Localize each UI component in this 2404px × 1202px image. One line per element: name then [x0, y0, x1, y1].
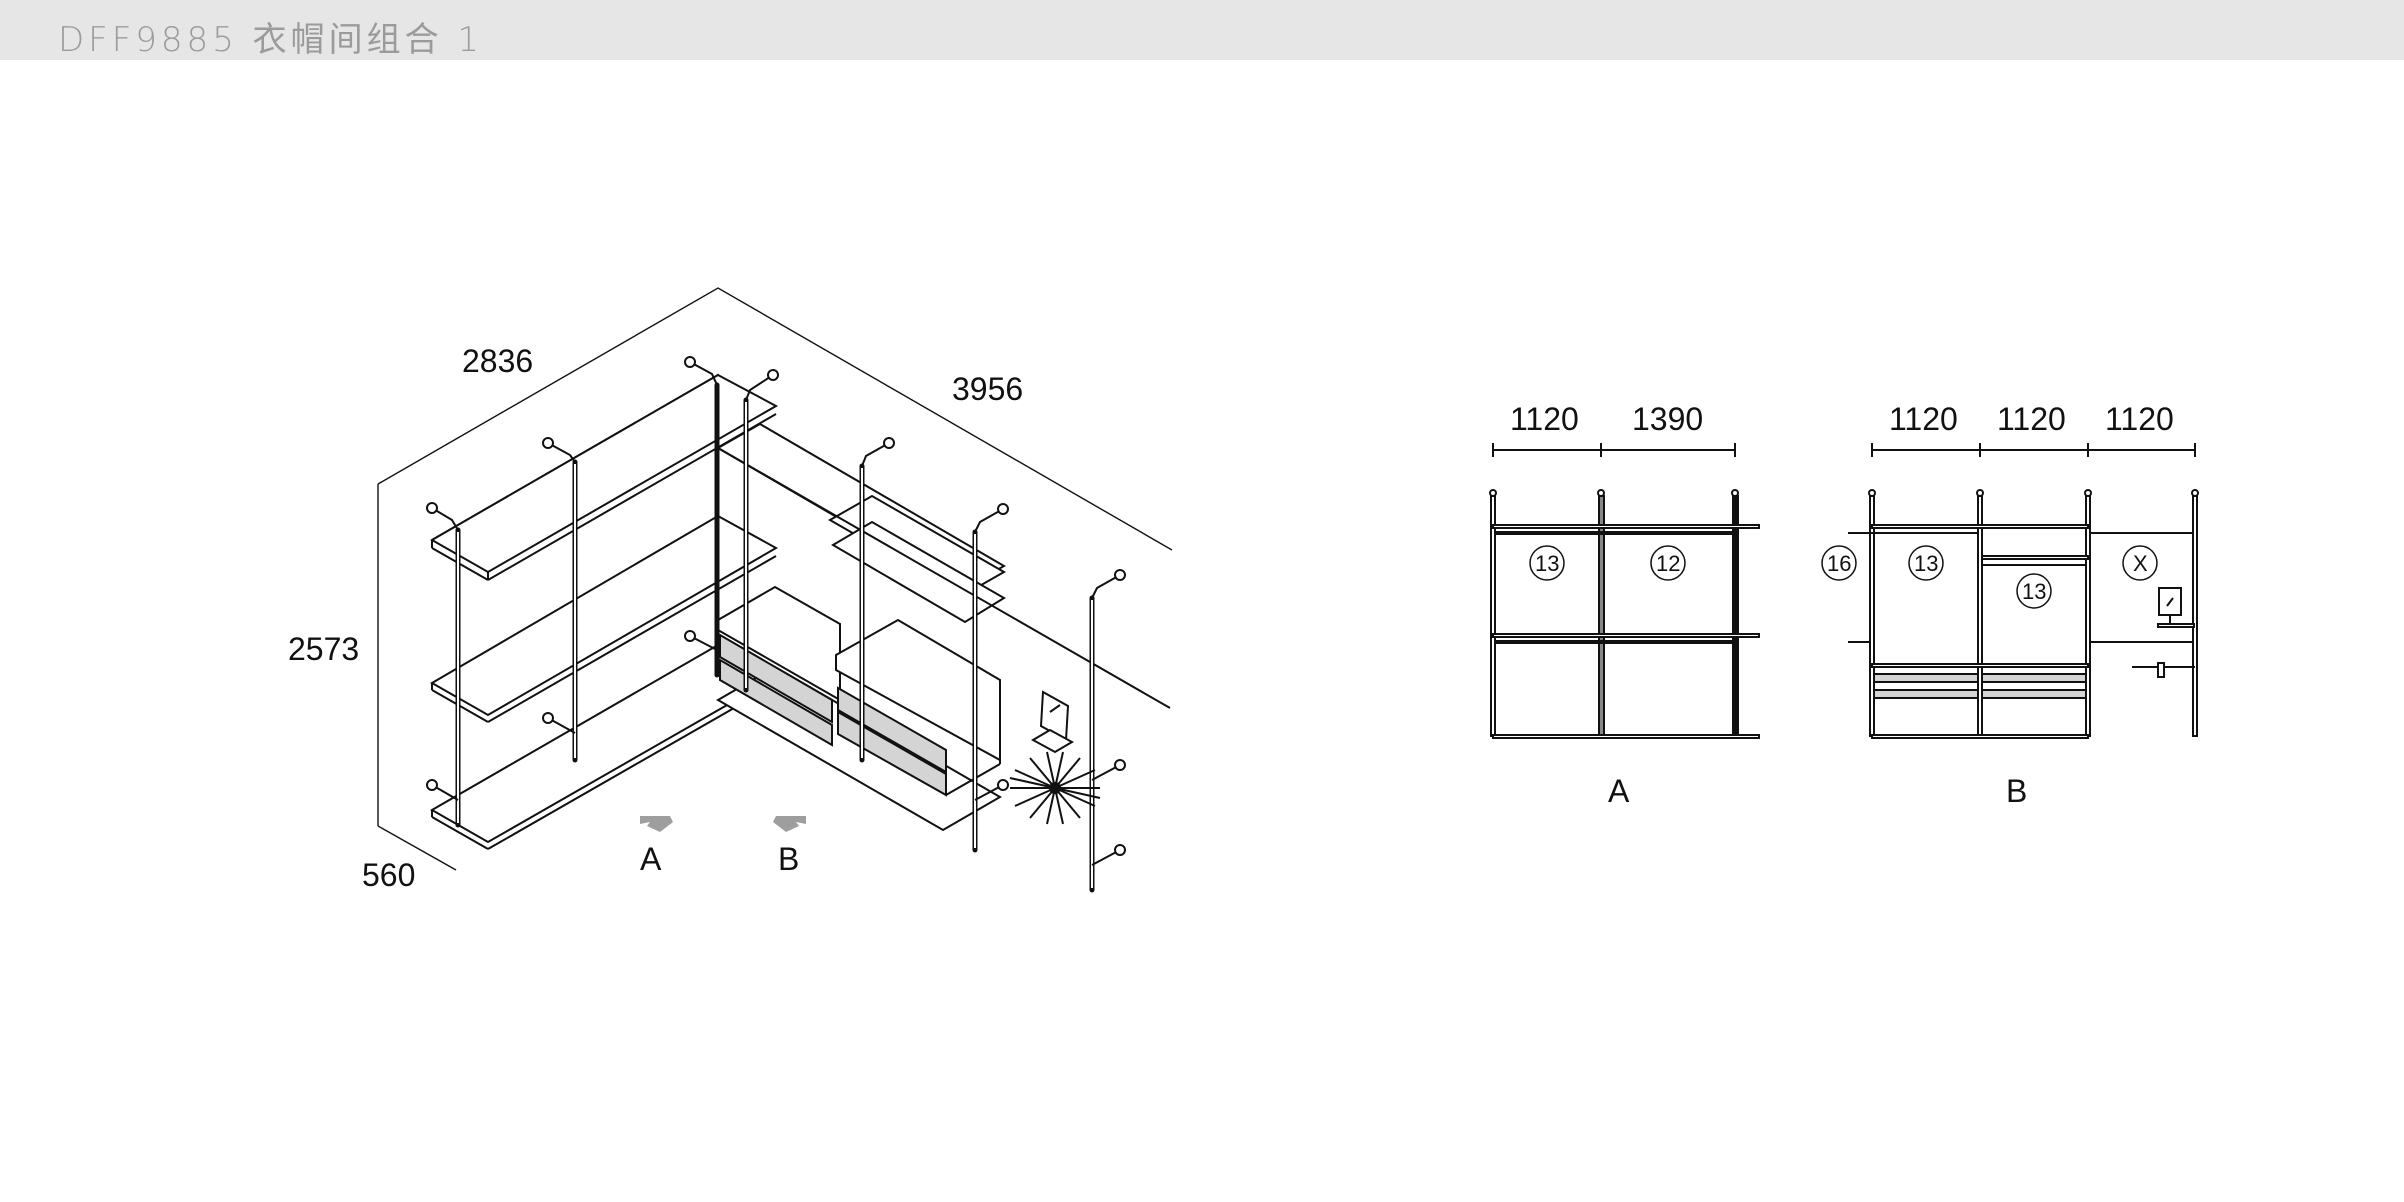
- elev-a-width-2: 1390: [1632, 401, 1703, 437]
- elev-b-bubble-3: 13: [2022, 579, 2046, 604]
- elev-b-width-3: 1120: [2105, 401, 2174, 437]
- elev-a-bubble-1: 13: [1535, 551, 1559, 576]
- elev-a-width-1: 1120: [1510, 401, 1579, 437]
- dimension-outline: [377, 287, 1173, 871]
- shelves: [1492, 524, 1760, 739]
- posts: [1868, 489, 2199, 737]
- shelves-and-rails: [1848, 524, 2193, 739]
- item-bubbles: [1529, 545, 1686, 581]
- page-title: DFF9885 衣帽间组合 1: [58, 20, 484, 60]
- view-label-b: B: [778, 841, 799, 877]
- wall-brackets: [426, 356, 1126, 866]
- elev-b-width-1: 1120: [1889, 401, 1958, 437]
- elevation-a: [1489, 443, 1760, 739]
- elev-b-bubble-2: 13: [1914, 551, 1938, 576]
- dimension-line: [1492, 443, 1736, 457]
- elevation-a-label: A: [1608, 773, 1630, 809]
- dim-left-width: 2836: [462, 343, 533, 379]
- elev-b-width-2: 1120: [1997, 401, 2066, 437]
- elev-b-bubble-4: X: [2133, 551, 2148, 576]
- dim-depth: 560: [362, 857, 415, 893]
- elevation-b: [1821, 443, 2199, 739]
- mirror-accessory: [1030, 690, 1075, 754]
- mirror-accessory: [2157, 587, 2195, 628]
- elev-a-bubble-2: 12: [1656, 551, 1680, 576]
- tie-rack-accessory: [1009, 751, 1101, 825]
- tie-rack-accessory: [2132, 662, 2195, 678]
- elevation-b-label: B: [2006, 773, 2027, 809]
- view-arrow-up-left-icon: [640, 816, 673, 832]
- title-bar: DFF9885 衣帽间组合 1: [0, 0, 2404, 60]
- dimension-line: [1871, 443, 2196, 457]
- isometric-view: [377, 287, 1173, 893]
- view-arrow-up-right-icon: [773, 816, 806, 832]
- left-wing-shelves: [429, 373, 779, 850]
- item-bubbles: [1821, 545, 2158, 609]
- dim-right-width: 3956: [952, 371, 1023, 407]
- dim-height: 2573: [288, 631, 359, 667]
- elev-b-bubble-1: 16: [1827, 551, 1851, 576]
- view-label-a: A: [640, 841, 662, 877]
